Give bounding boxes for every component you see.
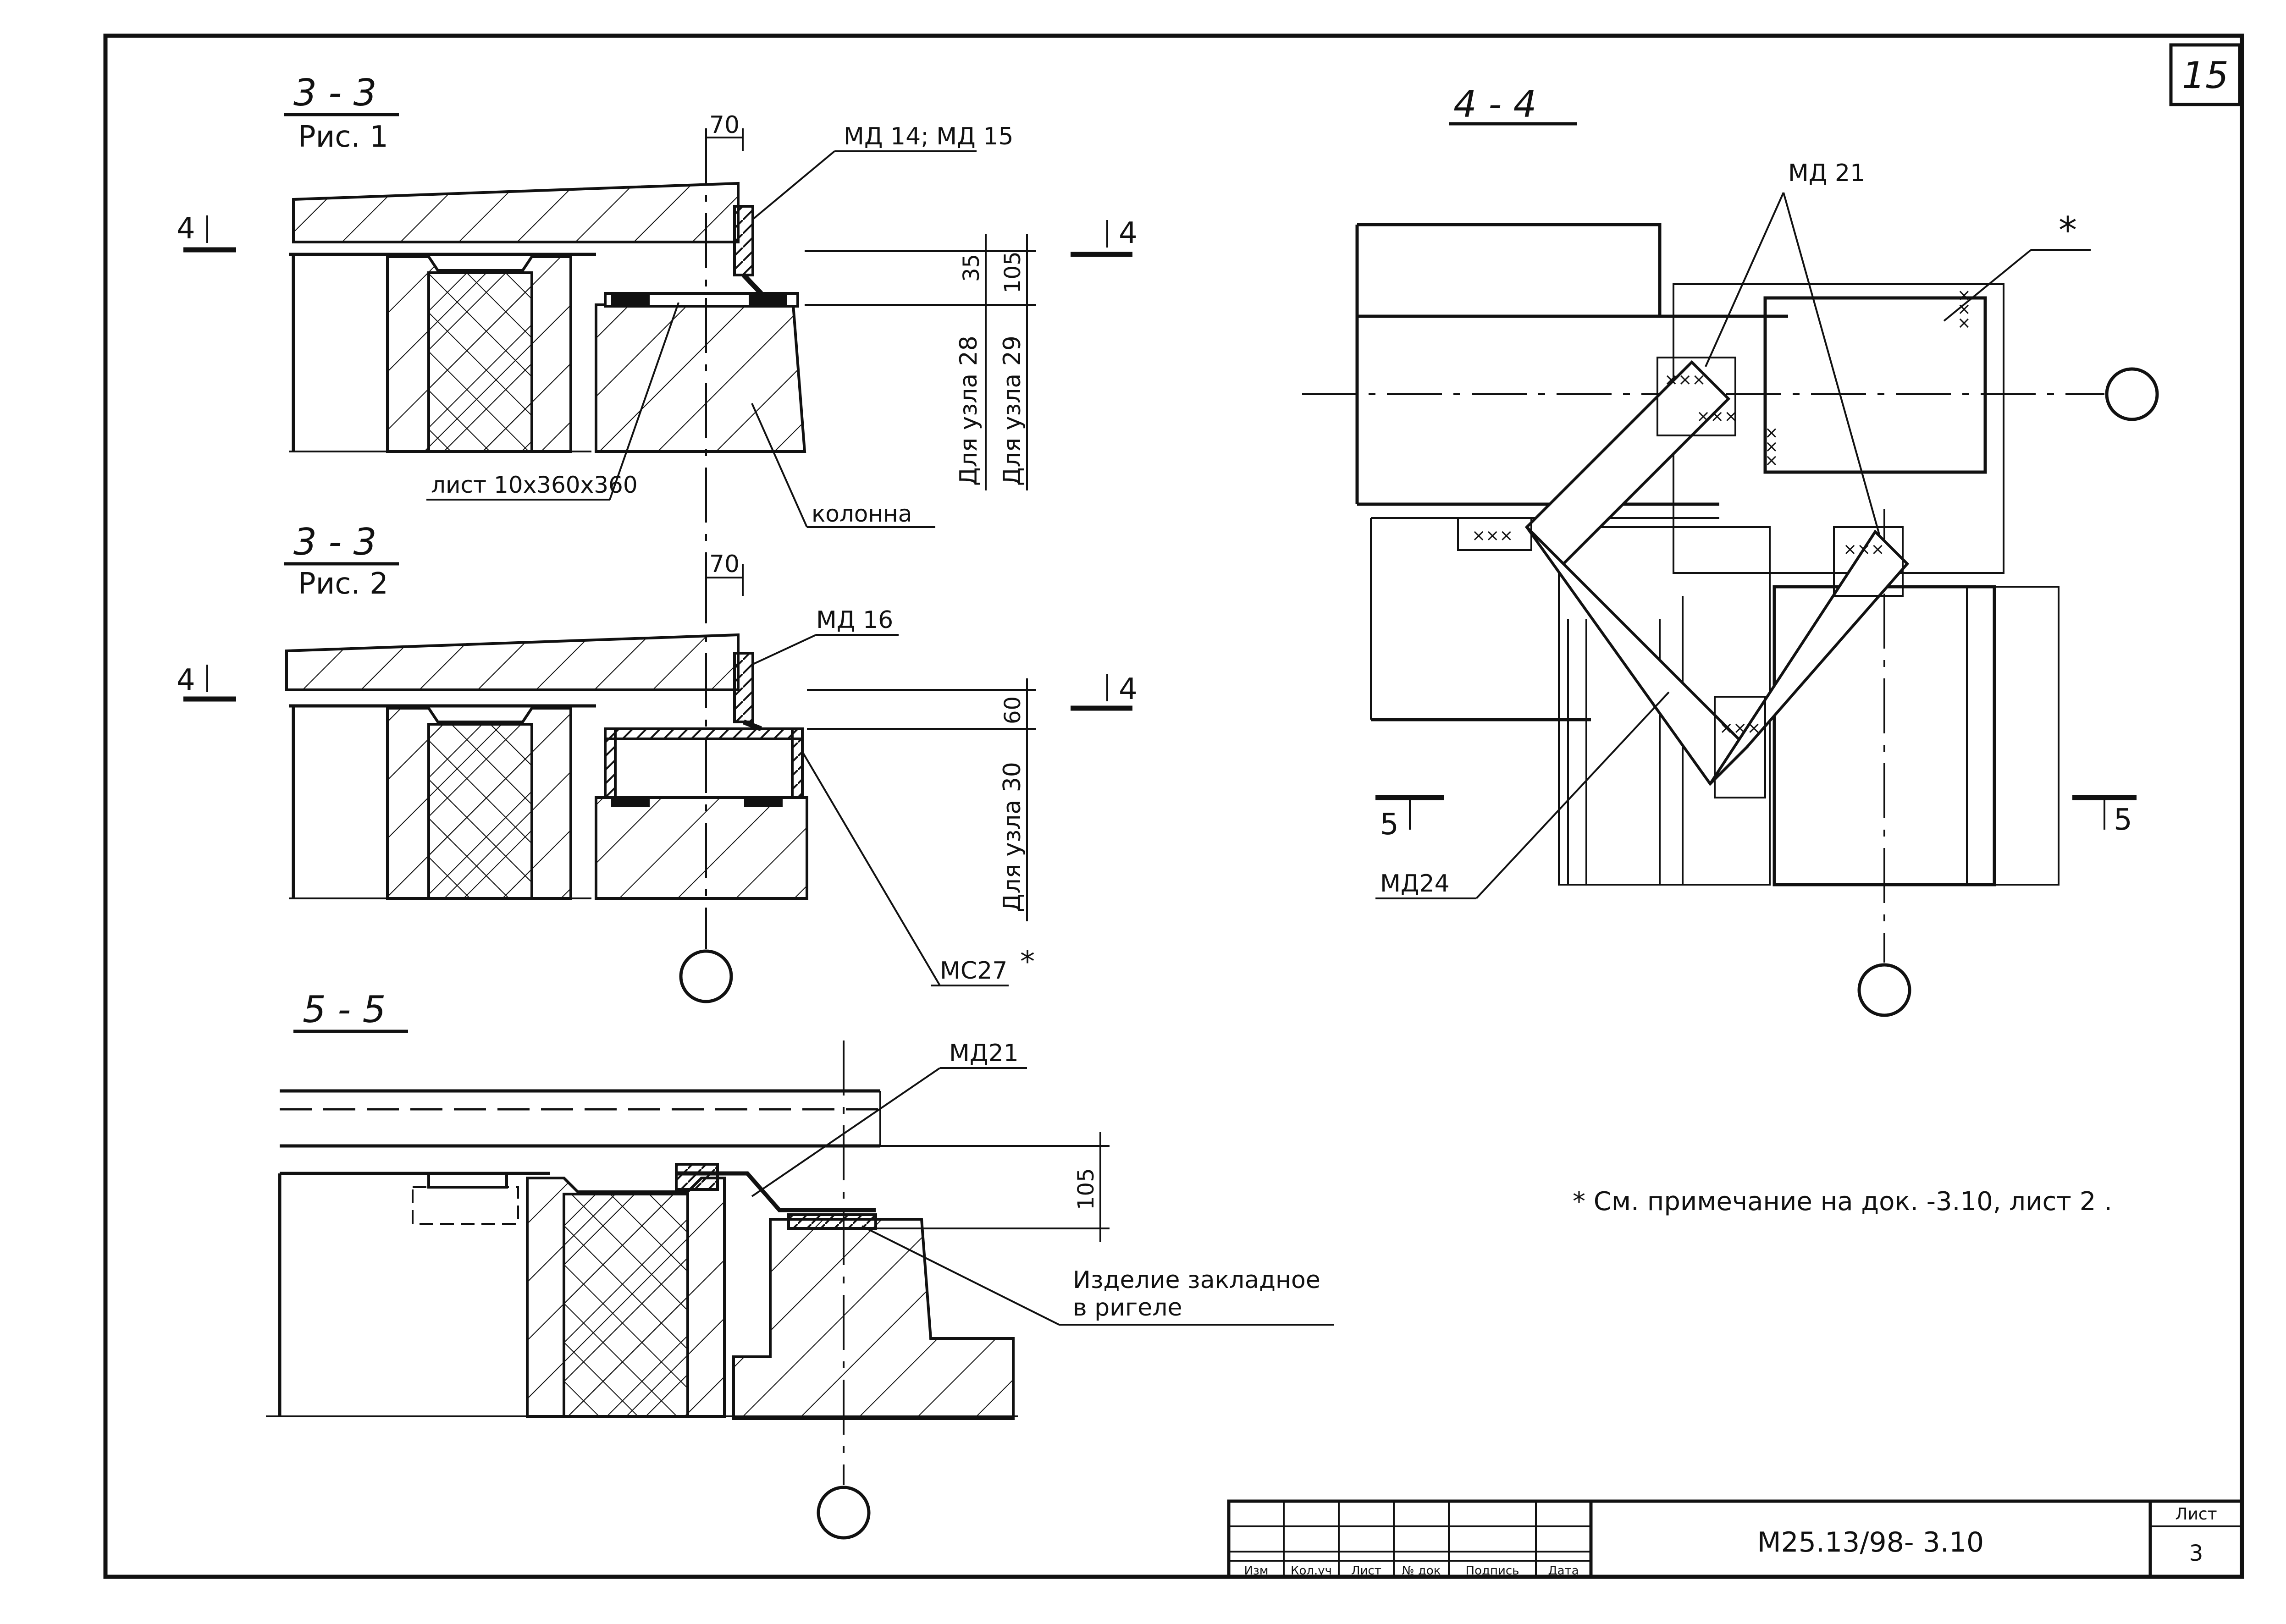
sheet-number: 15 [2182, 54, 2229, 97]
section-mark-4-right-top: 4 [1119, 216, 1137, 250]
section-mark-4-left-mid: 4 [177, 663, 195, 697]
section-mark-4-right-mid: 4 [1119, 672, 1137, 706]
title-block: Изм Кол.уч Лист № док Подпись Дата М25.1… [1227, 1499, 2244, 1579]
section-subtitle-fig1: Рис. 1 [298, 120, 388, 154]
svg-text:×××: ××× [1762, 426, 1781, 468]
asterisk-4-4: * [2059, 209, 2077, 252]
label-node-30: Для узла 30 [999, 762, 1026, 912]
dim-105-b: 105 [1073, 1168, 1099, 1210]
section-3-3-fig1: 3 - 3 Рис. 1 70 МД 14; МД 15 [177, 72, 1137, 596]
section-5-5: 5 - 5 МД21 105 Изделие закладное [266, 988, 1334, 1540]
tb-col-ndok: № док [1402, 1564, 1441, 1578]
svg-text:×××: ××× [1664, 370, 1706, 389]
dim-60: 60 [1000, 696, 1026, 724]
sheet-frame: 15 [103, 33, 2244, 1579]
label-node-28: Для узла 28 [955, 336, 983, 486]
label-md21-top: МД 21 [1788, 160, 1865, 187]
svg-text:×××: ××× [1472, 526, 1513, 545]
section-title-3-3-fig1: 3 - 3 [293, 72, 377, 114]
label-node-29: Для узла 29 [999, 336, 1026, 486]
tb-col-koluch: Кол.уч [1291, 1564, 1332, 1578]
tb-col-podpis: Подпись [1466, 1564, 1519, 1578]
sheet-label: Лист [2175, 1505, 2217, 1524]
section-mark-5-left: 5 [1380, 808, 1399, 842]
dim-35: 35 [959, 254, 984, 282]
svg-text:×××: ××× [1719, 719, 1761, 738]
section-mark-4-left-top: 4 [177, 212, 195, 246]
section-3-3-fig2: 3 - 3 Рис. 2 70 МД 16 М [177, 521, 1137, 1003]
footnote: * См. примечание на док. -3.10, лист 2 . [1573, 1187, 2112, 1217]
section-mark-5-right: 5 [2114, 803, 2132, 837]
svg-text:×××: ××× [1843, 540, 1885, 559]
tb-col-list: Лист [1351, 1564, 1381, 1578]
label-md16: МД 16 [816, 606, 893, 634]
label-mc27: МС27 [940, 957, 1007, 985]
tb-col-izm: Изм [1244, 1564, 1269, 1578]
document-code: М25.13/98- 3.10 [1757, 1526, 1984, 1558]
label-list-plate: лист 10x360x360 [431, 472, 638, 498]
label-md21-bottom: МД21 [949, 1040, 1019, 1067]
label-kolonna: колонна [812, 501, 912, 527]
label-embedded-line1: Изделие закладное [1073, 1266, 1320, 1294]
section-title-5-5: 5 - 5 [303, 988, 386, 1031]
section-title-4-4: 4 - 4 [1453, 83, 1537, 126]
section-title-3-3-fig2: 3 - 3 [293, 521, 377, 563]
label-embedded-line2: в ригеле [1073, 1294, 1182, 1321]
asterisk-mc27: * [1020, 945, 1035, 979]
tb-col-data: Дата [1548, 1564, 1579, 1578]
section-4-4: 4 - 4 ××× ××× ××× ××× [1302, 83, 2159, 1017]
label-md24: МД24 [1380, 870, 1450, 897]
dim-70-b: 70 [709, 551, 740, 578]
section-subtitle-fig2: Рис. 2 [298, 567, 388, 601]
label-md14-15: МД 14; МД 15 [844, 123, 1013, 150]
dim-70-a: 70 [709, 111, 740, 139]
sheet-value: 3 [2189, 1541, 2203, 1566]
svg-text:×××: ××× [1696, 407, 1738, 426]
dim-105-a: 105 [1000, 251, 1026, 293]
